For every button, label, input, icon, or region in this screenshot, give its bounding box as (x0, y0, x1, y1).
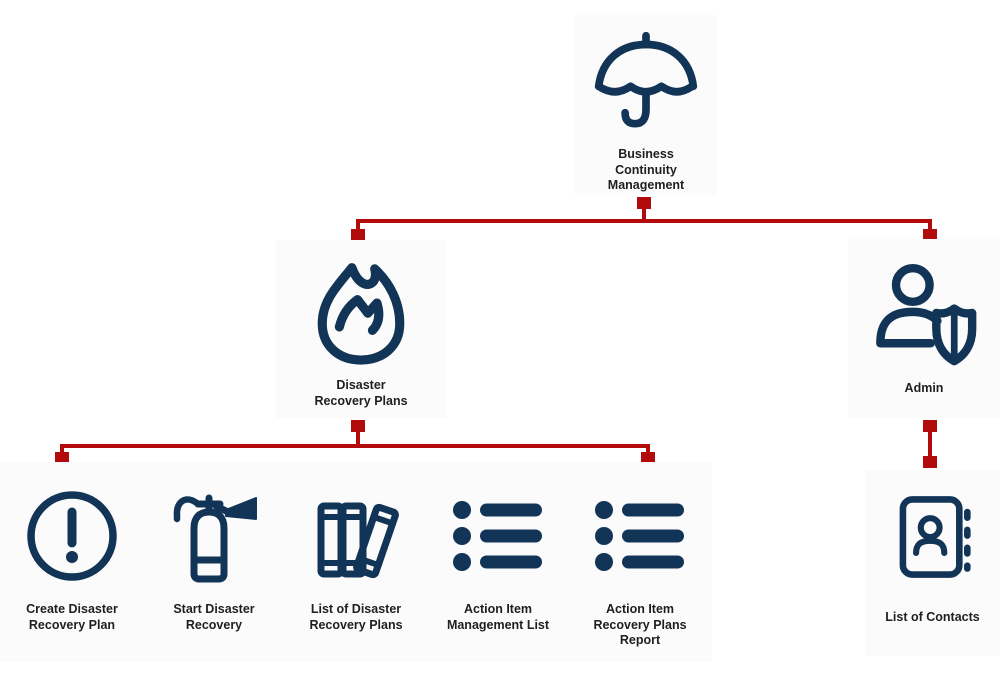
bullet-list-icon (590, 486, 690, 586)
node-label: Disaster Recovery Plans (314, 378, 408, 408)
connector-stub (923, 420, 937, 432)
node-start-disaster-recovery[interactable]: Start Disaster Recovery (144, 462, 284, 662)
node-label: List of Disaster Recovery Plans (309, 602, 403, 632)
node-list-of-disaster-recovery-plans[interactable]: List of Disaster Recovery Plans (286, 462, 426, 662)
connector-line (356, 429, 360, 446)
bullet-list-icon (448, 486, 548, 586)
connector-line (928, 429, 932, 461)
address-book-icon (886, 490, 980, 584)
connector-line (642, 206, 646, 221)
node-label: List of Contacts (885, 610, 980, 624)
fire-extinguisher-icon (164, 486, 264, 586)
connector-line (356, 219, 360, 235)
connector-stub (55, 452, 69, 464)
node-label: Admin (904, 381, 944, 395)
node-label: Create Disaster Recovery Plan (26, 602, 118, 632)
connector-stub (923, 229, 937, 241)
node-label: Start Disaster Recovery (173, 602, 255, 632)
umbrella-icon (591, 27, 701, 139)
connector-line (928, 219, 932, 235)
connector-stub (351, 229, 365, 241)
node-list-of-contacts[interactable]: List of Contacts (865, 470, 1000, 656)
connector-line (646, 444, 650, 459)
connector-line (60, 444, 64, 459)
flame-icon (304, 254, 418, 368)
user-shield-icon (865, 257, 983, 369)
connector-stub (351, 420, 365, 432)
books-icon (306, 486, 406, 586)
connector-line (60, 444, 650, 448)
node-action-item-management-list[interactable]: Action Item Management List (428, 462, 568, 662)
node-create-disaster-recovery-plan[interactable]: Create Disaster Recovery Plan (2, 462, 142, 662)
connector-stub (923, 456, 937, 468)
connector-stub (637, 197, 651, 209)
node-action-item-recovery-plans-report[interactable]: Action Item Recovery Plans Report (570, 462, 710, 662)
node-label: Business Continuity Management (607, 147, 685, 192)
node-admin[interactable]: Admin (848, 239, 1000, 418)
node-disaster-recovery-plans[interactable]: Disaster Recovery Plans (276, 240, 446, 418)
node-label: Action Item Management List (446, 602, 550, 632)
exclamation-circle-icon (22, 486, 122, 586)
node-business-continuity-management[interactable]: Business Continuity Management (575, 15, 717, 195)
recovery-children-panel: Create Disaster Recovery Plan Start Disa… (0, 462, 712, 662)
connector-line (356, 219, 932, 223)
node-label: Action Item Recovery Plans Report (593, 602, 687, 647)
connector-stub (641, 452, 655, 464)
